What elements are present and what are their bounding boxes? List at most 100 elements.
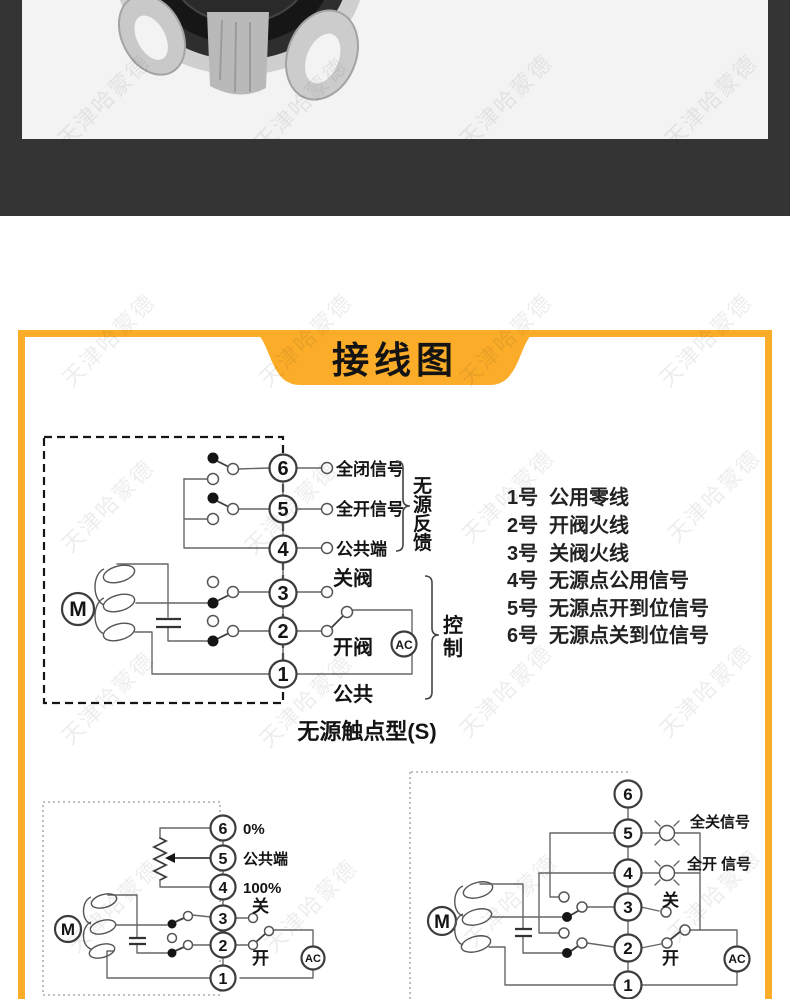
pot-contacts [166,910,275,958]
lamp-labels: 全关信号 全开 信号 关 开 [662,813,751,968]
pot-terminal-6: 6 [219,821,228,838]
control-char-1: 控 [443,613,463,637]
lamp-boundary-dotted [409,771,628,999]
legend-desc-3: 关阀火线 [549,541,629,565]
pot-boundary-dotted [42,801,221,996]
lamp-motor-symbol: M [426,881,494,953]
terminal-6: 6 [277,458,288,480]
feedback-brace-group: 无 源 反 馈 [395,460,432,554]
label-full-closed-signal: 全闭信号 [335,459,404,479]
diagram-caption: 无源触点型(S) [297,719,436,744]
terminal-legend: 1号 公用零线 2号 开阀火线 3号 关阀火线 4号 无源点公用信号 5号 无源… [507,485,709,647]
terminal-5: 5 [277,499,288,521]
pot-label-open: 开 [252,949,269,968]
terminal-2: 2 [277,621,288,643]
lamp-terminal-5: 5 [623,824,632,843]
legend-desc-2: 开阀火线 [549,513,629,537]
pot-label-close: 关 [252,896,269,916]
motor-label: M [69,598,87,621]
pot-motor-symbol: M [53,893,118,959]
label-common: 公共 [333,683,373,706]
feedback-char-3: 反 [413,513,432,535]
feedback-char-1: 无 [413,476,432,497]
legend-desc-5: 无源点开到位信号 [549,596,709,620]
product-photo-area [22,0,768,139]
lamp-terminal-3: 3 [623,898,632,917]
header-tab: 接线图 [248,330,542,385]
lamp-terminal-2: 2 [623,939,632,958]
terminal-4: 4 [277,539,289,561]
open-indicator-lamp [658,864,676,882]
lamp-ac-label: AC [728,952,746,966]
feedback-char-4: 馈 [413,531,432,554]
lamp-wires [479,780,738,999]
label-common-terminal: 公共端 [336,539,387,559]
lamp-diagram: M 6 [409,771,751,999]
lamp-terminal-4: 4 [623,864,633,883]
legend-desc-6: 无源点关到位信号 [549,623,709,647]
pot-terminals: 6 5 4 3 2 1 [209,814,237,992]
lamp-label-close: 关 [662,890,679,910]
switch-contacts [206,452,354,647]
legend-num-1: 1号 [507,486,538,509]
pot-terminal-2: 2 [219,938,228,955]
legend-num-6: 6号 [507,624,538,647]
closed-indicator-lamp [658,824,676,842]
lamp-label-open: 开 [662,949,679,968]
legend-num-3: 3号 [507,542,538,565]
valve-neck-texture [219,19,251,93]
control-brace-group: 控 制 [424,575,463,700]
potentiometer-resistor [151,837,169,881]
pot-label-common: 公共端 [243,850,288,868]
pot-diagram: M 6 5 4 3 2 1 [42,801,326,996]
actuator-boundary-dashed [42,435,285,705]
lamp-label-full-closed: 全关信号 [689,813,750,831]
lamp-terminal-1: 1 [623,976,632,995]
pot-label-0pct: 0% [243,821,265,838]
pot-ac-label: AC [305,953,321,965]
lamp-terminal-6: 6 [623,785,632,804]
pot-terminal-3: 3 [219,911,228,928]
pot-labels: 0% 公共端 100% 关 开 [243,821,288,968]
butterfly-valve-image [117,0,361,101]
wiper-arrow [165,853,175,863]
pot-terminal-1: 1 [219,971,228,988]
feedback-brace [395,460,411,552]
terminal-circles: 6 5 4 3 2 1 [268,453,298,689]
legend-num-2: 2号 [507,514,538,537]
control-char-2: 制 [443,637,463,660]
control-brace [424,575,440,700]
terminal-3: 3 [277,583,288,605]
wiring-section-frame [18,330,772,999]
lamp-ac-source: AC [723,945,751,973]
pot-terminal-4: 4 [219,880,228,897]
valve-right-lug [285,9,359,101]
valve-left-lug [117,0,187,76]
terminal-1: 1 [277,664,288,686]
legend-num-4: 4号 [507,569,538,592]
lamp-label-full-open: 全开 信号 [686,855,751,873]
label-full-open-signal: 全开信号 [335,499,404,519]
product-photo [117,0,361,101]
pot-ac-source: AC [300,945,326,971]
legend-num-5: 5号 [507,597,538,620]
pot-motor-label: M [61,920,75,939]
motor-symbol: M [60,564,136,642]
lamp-terminals: 6 5 4 3 2 1 [613,779,643,999]
lamp-contacts [558,891,691,958]
pot-wires [106,815,314,991]
main-wiring-diagram: M 6 5 [42,435,463,706]
main-labels: 全闭信号 全开信号 公共端 关阀 开阀 公共 [333,459,404,706]
dark-divider-band [0,139,790,216]
label-close-valve: 关阀 [333,566,373,590]
ac-source-main: AC [390,630,418,658]
ac-label-main: AC [395,638,413,652]
legend-desc-1: 公用零线 [549,485,629,509]
pot-label-100pct: 100% [243,880,281,897]
label-open-valve: 开阀 [333,636,373,659]
legend-desc-4: 无源点公用信号 [549,568,689,592]
section-title: 接线图 [332,340,458,381]
lamp-motor-label: M [434,912,450,933]
